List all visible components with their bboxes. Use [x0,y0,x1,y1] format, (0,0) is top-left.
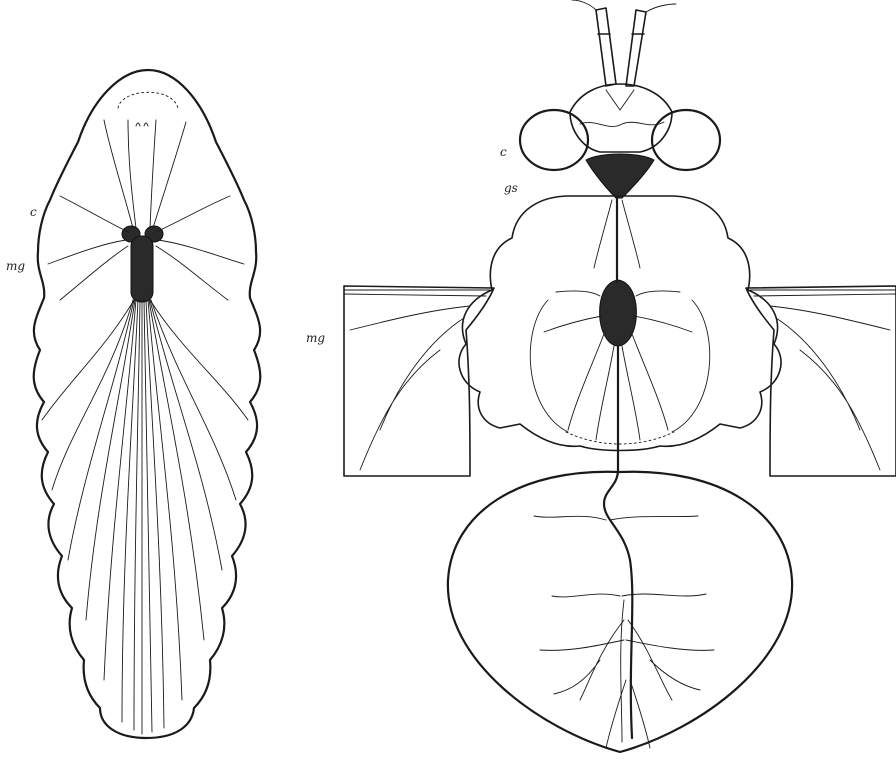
adult-left-wing [344,286,494,476]
larva-head-arc [118,92,178,108]
adult-nerve-cord [604,198,632,738]
larva-label-c: c [30,205,37,219]
larva-mouth-hooks [136,123,148,126]
adult-halteres-region [566,432,674,444]
larva-label-mg: mg [6,259,25,273]
adult-figure: c gs mg [306,0,896,752]
adult-thoracic-ganglion [600,280,637,346]
adult-label-gs: gs [504,181,518,195]
larva-posterior-nerves [42,300,248,734]
adult-abdominal-nerves [534,516,714,748]
adult-left-eye [520,110,588,170]
adult-right-wing [746,286,896,476]
adult-abdomen [448,472,792,752]
larva-ganglion [122,226,163,302]
adult-label-mg: mg [306,331,325,345]
adult-head [570,84,672,152]
larva-body-outline [34,70,261,738]
adult-label-c: c [500,145,507,159]
adult-cephalic-ganglion [586,154,654,198]
larva-figure: c mg [6,70,260,738]
adult-frons [580,90,664,127]
adult-antennae [572,0,676,86]
